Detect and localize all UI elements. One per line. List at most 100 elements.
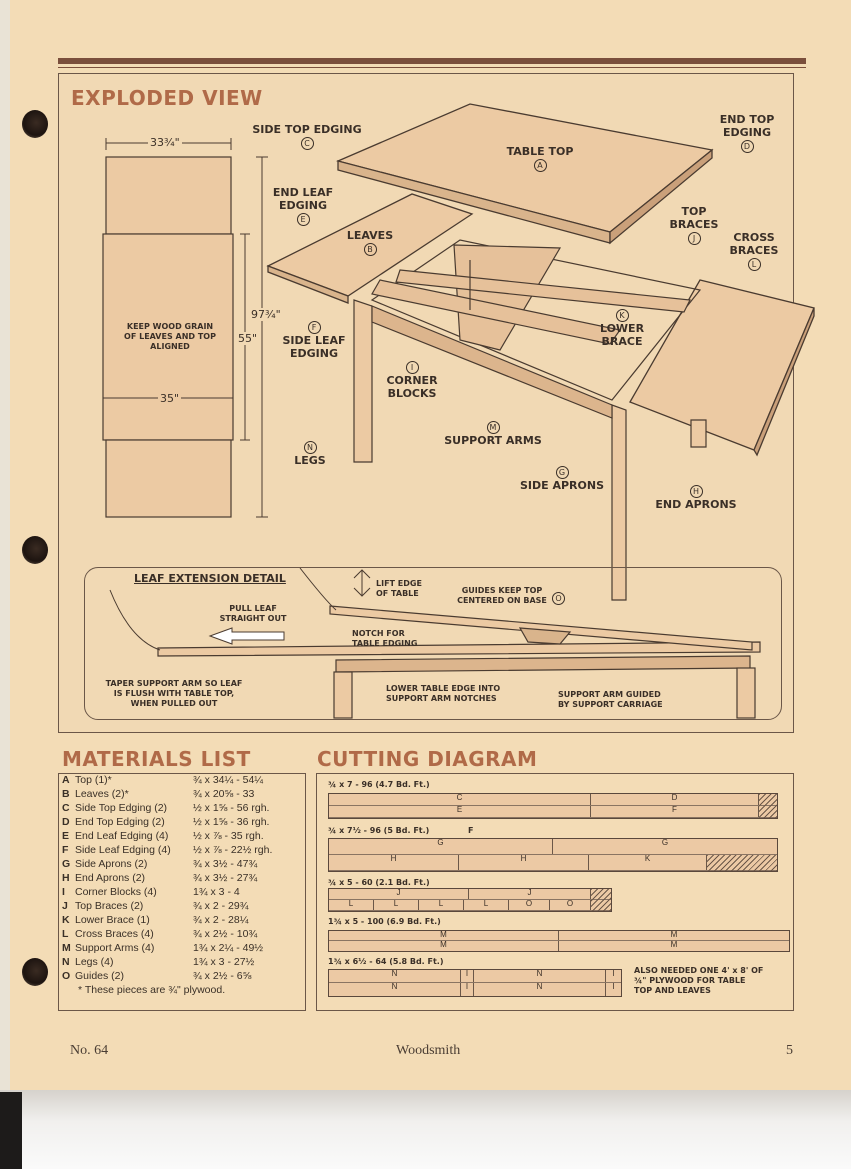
material-letter: K [62,914,70,926]
leaf-extension-detail [84,567,782,720]
detail-guides-key: O [552,592,565,605]
material-letter: B [62,788,70,800]
material-letter: O [62,970,71,982]
detail-pull-leaf: PULL LEAF STRAIGHT OUT [219,604,287,623]
board3-label: ¾ x 5 - 60 (2.1 Bd. Ft.) [328,878,430,887]
material-letter: H [62,872,70,884]
scan-edge [0,1092,22,1169]
material-row: K Lower Brace (1) ¾ x 2 - 28¼ [62,913,302,927]
detail-title: LEAF EXTENSION DETAIL [134,572,286,585]
detail-guides-note: GUIDES KEEP TOP CENTERED ON BASE [457,586,547,605]
material-row: J Top Braces (2) ¾ x 2 - 29¾ [62,899,302,913]
materials-note: * These pieces are ¾" plywood. [78,984,226,996]
material-letter: G [62,858,71,870]
detail-lift-edge: LIFT EDGE OF TABLE [376,579,422,598]
material-letter: C [62,802,70,814]
material-name: Guides (2) [75,970,125,982]
material-name: Side Aprons (2) [75,858,148,870]
material-row: H End Aprons (2) ¾ x 3½ - 27¾ [62,871,302,885]
material-row: L Cross Braces (4) ¾ x 2½ - 10¾ [62,927,302,941]
part-F: F [591,806,759,817]
footer-page-number: 5 [786,1043,793,1058]
cutting-panel [316,773,794,1011]
material-dims: ¾ x 3½ - 47¾ [193,858,258,870]
material-name: Side Leaf Edging (4) [75,844,171,856]
material-name: Lower Brace (1) [75,914,150,926]
material-name: End Aprons (2) [75,872,146,884]
material-letter: A [62,774,70,786]
board4-label: 1¾ x 5 - 100 (6.9 Bd. Ft.) [328,917,441,926]
material-letter: F [62,844,69,856]
detail-support-arm-guided: SUPPORT ARM GUIDED BY SUPPORT CARRIAGE [558,690,663,709]
material-dims: ¾ x 2 - 28¼ [193,914,249,926]
material-dims: ¾ x 2½ - 6⅝ [193,970,252,982]
material-dims: ¾ x 2 - 29¾ [193,900,249,912]
material-dims: 1¾ x 3 - 27½ [193,956,255,968]
binder-hole-bottom [22,958,48,986]
material-name: Support Arms (4) [75,942,155,954]
detail-taper: TAPER SUPPORT ARM SO LEAF IS FLUSH WITH … [105,679,243,708]
footer-magazine: Woodsmith [396,1043,461,1058]
board2-label: ¾ x 7½ - 96 (5 Bd. Ft.) [328,826,430,835]
plan-leaf-bottom [105,439,232,518]
material-name: Corner Blocks (4) [75,886,157,898]
dim-height-top: 55" [238,332,258,345]
plan-leaf-top [105,156,232,235]
plan-view [102,156,234,518]
material-dims: 1¾ x 2¼ - 49½ [193,942,264,954]
material-dims: ¾ x 20⅝ - 33 [193,788,255,800]
leg-front-left [353,299,373,463]
scan-background [0,1090,851,1169]
leg-front-right [611,404,627,601]
material-dims: ¾ x 3½ - 27¾ [193,872,258,884]
board2-f-callout: F [468,826,474,835]
section-title-exploded: EXPLODED VIEW [71,86,263,110]
material-row: E End Leaf Edging (4) ½ x ⅞ - 35 rgh. [62,829,302,843]
dim-width: 33¾" [148,136,182,149]
material-dims: 1¾ x 3 - 4 [193,886,240,898]
part-C: C [329,794,591,805]
section-title-materials: MATERIALS LIST [62,747,251,771]
exploded-view-drawing [102,103,815,719]
material-letter: J [62,900,68,912]
material-row: G Side Aprons (2) ¾ x 3½ - 47¾ [62,857,302,871]
material-dims: ½ x ⅞ - 35 rgh. [193,830,264,842]
material-name: Cross Braces (4) [75,928,154,940]
footer-issue: No. 64 [70,1043,109,1058]
material-name: Top Braces (2) [75,900,144,912]
material-letter: L [62,928,69,940]
material-letter: E [62,830,70,842]
material-dims: ¾ x 2½ - 10¾ [193,928,258,940]
material-row: I Corner Blocks (4) 1¾ x 3 - 4 [62,885,302,899]
binder-hole-middle [22,536,48,564]
material-dims: ½ x 1⅝ - 36 rgh. [193,816,270,828]
part-D: D [591,794,759,805]
material-letter: I [62,886,65,898]
material-name: Legs (4) [75,956,114,968]
detail-notch: NOTCH FOR TABLE EDGING [352,629,418,648]
material-name: End Leaf Edging (4) [75,830,169,842]
dim-height-total: 97¾" [251,308,281,321]
material-dims: ¾ x 34¼ - 54¼ [193,774,264,786]
material-letter: N [62,956,70,968]
